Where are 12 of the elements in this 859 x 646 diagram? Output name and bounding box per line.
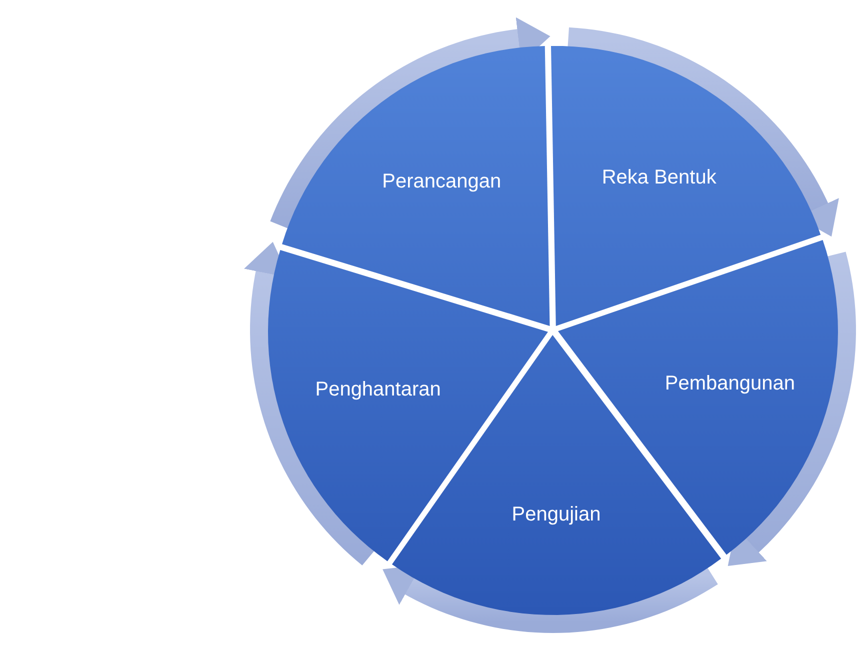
cycle-arrow xyxy=(565,27,839,237)
segment-label: Pembangunan xyxy=(664,372,795,396)
segment-label: Reka Bentuk xyxy=(602,166,716,190)
cycle-arrow xyxy=(728,251,856,566)
cycle-arrow xyxy=(382,564,718,633)
cycle-segment xyxy=(550,46,821,326)
cycle-arrow xyxy=(270,17,550,230)
cycle-segment xyxy=(282,46,550,326)
segment-label: Penghantaran xyxy=(315,378,441,402)
segment-label: Perancangan xyxy=(382,170,502,194)
segment-label: Pengujian xyxy=(512,503,601,526)
cycle-arrow xyxy=(244,242,376,566)
